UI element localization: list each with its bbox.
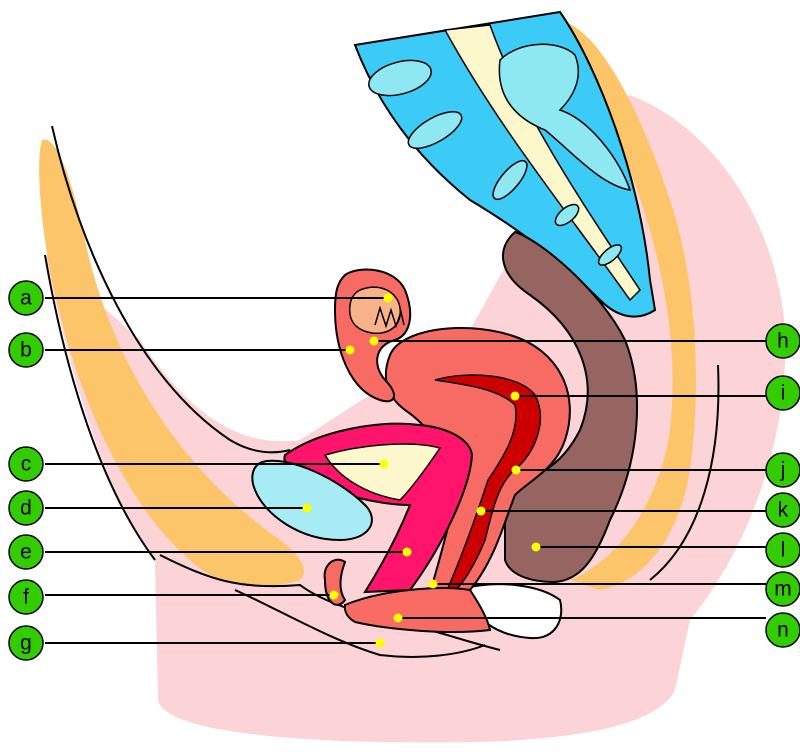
marker-dot-l bbox=[532, 543, 541, 552]
label-l: l bbox=[766, 533, 800, 567]
label-text: j bbox=[780, 459, 786, 482]
marker-dot-j bbox=[512, 466, 521, 475]
label-text: c bbox=[21, 453, 32, 476]
label-a: a bbox=[9, 281, 43, 315]
label-d: d bbox=[9, 491, 43, 525]
label-text: d bbox=[20, 497, 32, 520]
label-text: k bbox=[778, 499, 789, 522]
label-m: m bbox=[766, 572, 800, 606]
label-k: k bbox=[766, 493, 800, 527]
label-h: h bbox=[766, 324, 800, 358]
marker-dot-c bbox=[380, 460, 389, 469]
label-text: a bbox=[20, 287, 32, 310]
label-g: g bbox=[9, 626, 43, 660]
label-text: g bbox=[20, 632, 32, 655]
label-j: j bbox=[766, 453, 800, 487]
marker-dot-i bbox=[511, 392, 520, 401]
marker-dot-a bbox=[384, 294, 393, 303]
label-text: n bbox=[777, 619, 789, 642]
label-text: i bbox=[781, 382, 786, 405]
label-text: e bbox=[20, 541, 32, 564]
label-text: b bbox=[20, 339, 32, 362]
marker-dot-h bbox=[370, 337, 379, 346]
label-text: f bbox=[23, 586, 29, 609]
label-e: e bbox=[9, 535, 43, 569]
label-c: c bbox=[9, 447, 43, 481]
label-f: f bbox=[9, 580, 43, 614]
marker-dot-d bbox=[303, 504, 312, 513]
label-n: n bbox=[766, 613, 800, 647]
label-text: l bbox=[781, 539, 786, 562]
marker-dot-e bbox=[403, 548, 412, 557]
label-text: h bbox=[777, 330, 789, 353]
label-b: b bbox=[9, 333, 43, 367]
marker-dot-k bbox=[477, 507, 486, 516]
marker-dot-g bbox=[376, 639, 385, 648]
label-i: i bbox=[766, 376, 800, 410]
ovary bbox=[350, 287, 401, 333]
label-text: m bbox=[774, 578, 792, 601]
marker-dot-n bbox=[394, 614, 403, 623]
marker-dot-m bbox=[429, 580, 438, 589]
marker-dot-b bbox=[346, 346, 355, 355]
marker-dot-f bbox=[330, 591, 339, 600]
